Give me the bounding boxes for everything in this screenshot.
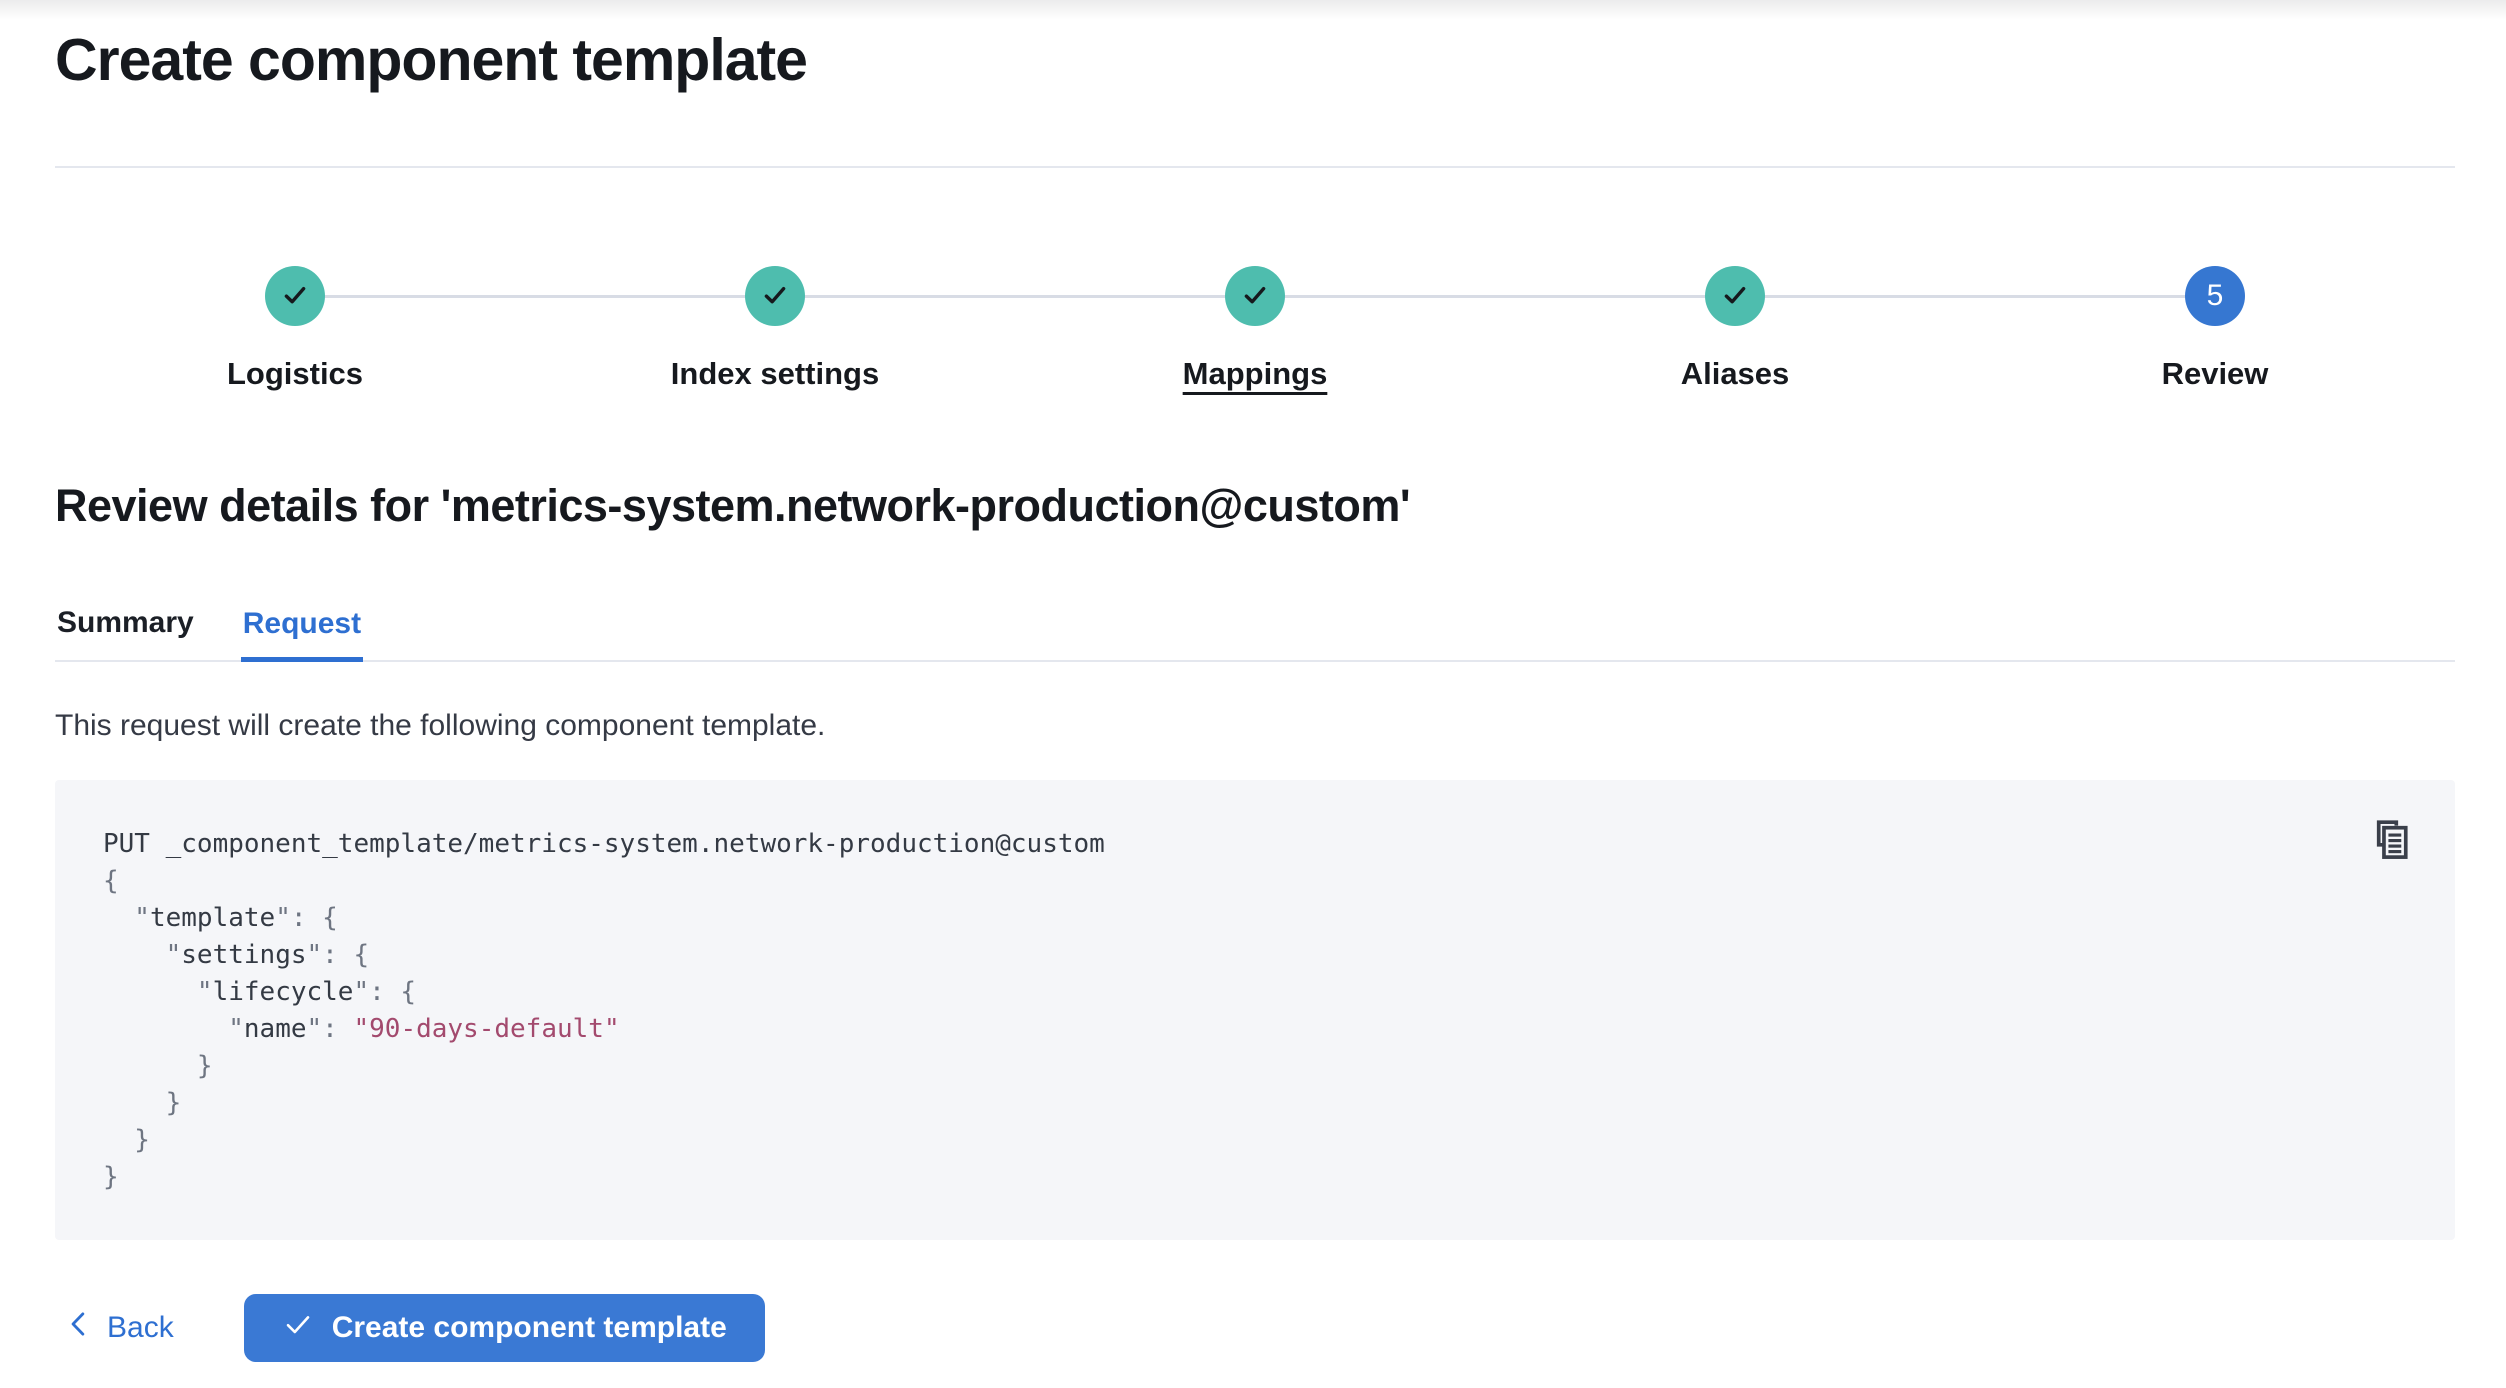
step-aliases-circle xyxy=(1705,266,1765,326)
step-logistics-label: Logistics xyxy=(226,356,364,391)
footer: Back Create component template xyxy=(55,1294,2455,1388)
check-icon xyxy=(1240,280,1270,313)
tab-summary[interactable]: Summary xyxy=(55,606,196,660)
request-code-panel: PUT _component_template/metrics-system.n… xyxy=(55,780,2455,1240)
tab-request[interactable]: Request xyxy=(240,606,364,662)
create-button-label: Create component template xyxy=(331,1311,727,1344)
copy-clipboard-icon xyxy=(2369,820,2411,863)
request-description: This request will create the following c… xyxy=(55,709,826,742)
step-index-settings[interactable]: Index settings xyxy=(535,266,1015,392)
chevron-left-icon xyxy=(65,1310,93,1346)
step-mappings-label: Mappings xyxy=(1182,356,1328,391)
step-logistics-circle xyxy=(265,266,325,326)
check-icon xyxy=(282,1308,314,1348)
back-button[interactable]: Back xyxy=(65,1310,174,1346)
copy-button[interactable] xyxy=(2365,814,2415,867)
create-component-template-button[interactable]: Create component template xyxy=(243,1294,765,1362)
title-divider xyxy=(55,166,2455,168)
check-icon xyxy=(280,280,310,313)
step-logistics[interactable]: Logistics xyxy=(55,266,535,392)
step-index-settings-label: Index settings xyxy=(670,356,880,391)
step-review[interactable]: 5 Review xyxy=(1975,266,2455,392)
review-details-heading: Review details for 'metrics-system.netwo… xyxy=(55,480,1411,531)
step-review-label: Review xyxy=(2161,356,2269,391)
check-icon xyxy=(1720,280,1750,313)
review-tab-bar: Summary Request xyxy=(55,606,2455,662)
step-mappings[interactable]: Mappings xyxy=(1015,266,1495,392)
step-review-circle: 5 xyxy=(2185,266,2245,326)
code-lines: PUT _component_template/metrics-system.n… xyxy=(103,829,1105,1192)
page-title: Create component template xyxy=(55,27,808,93)
step-mappings-circle xyxy=(1225,266,1285,326)
back-button-label: Back xyxy=(107,1311,174,1344)
step-aliases[interactable]: Aliases xyxy=(1495,266,1975,392)
stepper: Logistics Index settings Mappings xyxy=(55,266,2455,392)
step-aliases-label: Aliases xyxy=(1680,356,1790,391)
check-icon xyxy=(760,280,790,313)
step-review-number: 5 xyxy=(2206,279,2224,312)
step-index-settings-circle xyxy=(745,266,805,326)
